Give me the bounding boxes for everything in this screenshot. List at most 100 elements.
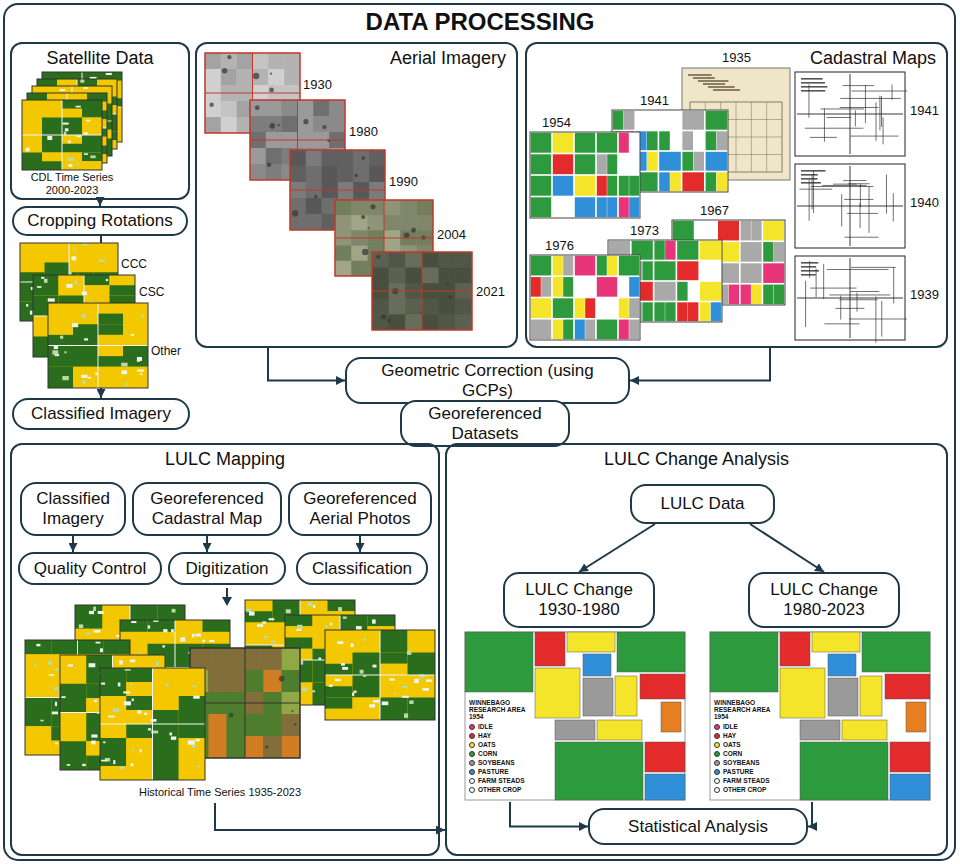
land-parcel (661, 702, 681, 732)
parcel (575, 256, 595, 276)
map-writing (688, 74, 712, 76)
speckle (137, 370, 144, 372)
parcel (619, 154, 639, 174)
photo-field (306, 150, 322, 166)
speckle (124, 701, 131, 705)
legend-row: SOYBEANS (714, 758, 770, 767)
speckle (151, 719, 157, 722)
legend-swatch (714, 760, 720, 766)
parcel (695, 221, 716, 241)
photo-field (372, 314, 389, 330)
farmstead (269, 123, 275, 129)
connector-arrow (359, 536, 361, 552)
speckle (125, 383, 127, 386)
box-label: LULC Data (660, 494, 744, 514)
photo-field (439, 252, 456, 268)
speckle (96, 642, 101, 644)
map-title: WINNEBAGO RESEARCH AREA 1954 (714, 699, 786, 720)
photo-field (338, 150, 354, 166)
photo-field (369, 150, 385, 166)
cdl-image (48, 303, 148, 388)
farmstead (420, 311, 422, 313)
photo-field (298, 100, 314, 116)
parcel (553, 320, 563, 340)
map-writing (801, 86, 827, 88)
field (100, 752, 126, 766)
photo-field (372, 268, 389, 284)
photo-field (284, 69, 300, 85)
speckle (286, 609, 291, 613)
connector-arrow (206, 536, 208, 552)
legend-swatch (469, 751, 475, 757)
speckle (62, 376, 68, 380)
farmstead (229, 713, 234, 718)
speckle (88, 377, 92, 379)
parcel (607, 197, 617, 217)
land-parcel (617, 632, 685, 672)
speckle (140, 373, 142, 375)
field (25, 640, 51, 654)
year-label: 1939 (910, 288, 939, 303)
photo-field (250, 100, 266, 116)
field (126, 752, 152, 780)
field (126, 682, 152, 696)
parcel (741, 263, 762, 283)
legend-text: HAY (478, 731, 491, 740)
photo-field (405, 252, 422, 268)
photo-field (266, 100, 282, 116)
field (100, 724, 126, 738)
field (33, 275, 59, 296)
parcel (553, 154, 573, 174)
field (325, 630, 353, 653)
speckle (118, 683, 121, 687)
field (25, 669, 51, 698)
farmstead (270, 73, 272, 75)
parcel (688, 302, 698, 321)
parcel-line (843, 180, 866, 181)
speckle (52, 350, 58, 354)
parcel (553, 176, 573, 196)
legend-row: IDLE (714, 722, 770, 731)
parcel (763, 242, 773, 262)
parcel (677, 302, 687, 321)
legend-row: FARM STEADS (469, 776, 525, 785)
field (325, 698, 353, 709)
field (245, 623, 273, 646)
land-parcel (640, 674, 685, 699)
field (45, 243, 70, 263)
speckle (30, 311, 33, 315)
year-label: 1976 (545, 239, 574, 254)
map-sheet (795, 164, 905, 248)
parcel (718, 221, 739, 241)
land-parcel (555, 742, 643, 800)
field (25, 698, 51, 727)
speckle (363, 638, 366, 641)
photo-field (208, 714, 226, 736)
land-parcel (885, 674, 930, 699)
farmstead (411, 228, 416, 233)
speckle (414, 679, 419, 683)
farmstead (279, 676, 285, 682)
field (179, 696, 205, 724)
photo-field (405, 314, 422, 330)
photo-field (284, 53, 300, 69)
road (380, 630, 381, 720)
field (98, 367, 123, 388)
speckle (48, 661, 52, 665)
photo-field (205, 101, 221, 117)
land-parcel (615, 676, 637, 716)
field (20, 243, 45, 263)
speckle (36, 644, 40, 646)
photo-border (190, 648, 300, 758)
parcel (563, 277, 573, 297)
speckle (74, 247, 76, 250)
field (179, 668, 205, 696)
field (20, 263, 45, 273)
parcel (717, 172, 728, 191)
field (73, 324, 98, 345)
photo-field (439, 268, 456, 284)
farmstead (278, 124, 280, 126)
photo-field (405, 268, 422, 284)
road (62, 100, 63, 170)
speckle (122, 370, 127, 374)
